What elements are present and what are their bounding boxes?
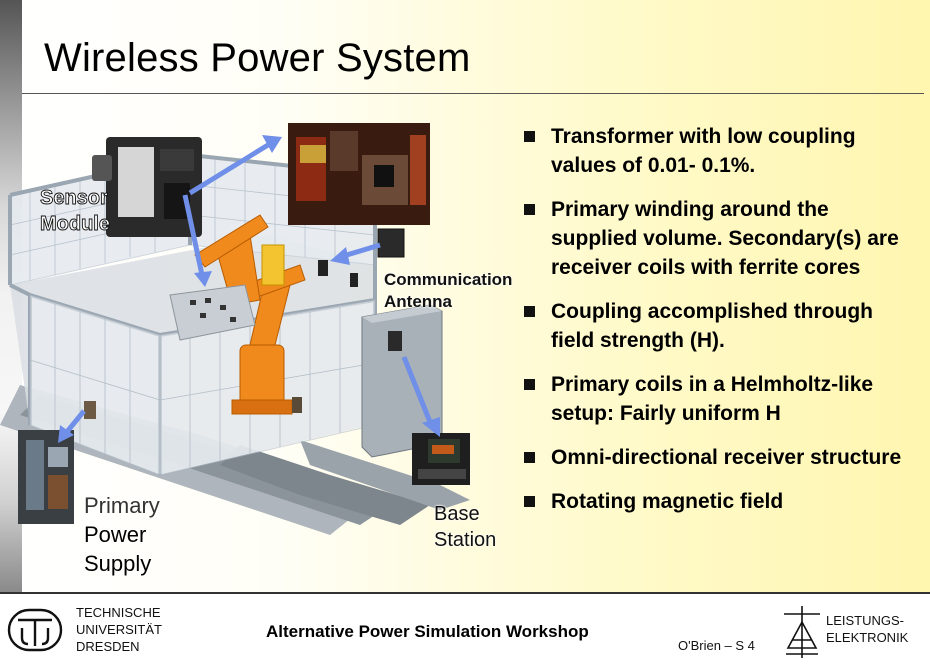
base-station-device [412, 433, 470, 485]
university-name: TECHNISCHE UNIVERSITÄT DRESDEN [76, 604, 162, 655]
workpiece-table [169, 284, 256, 341]
bullet-item: Omni-directional receiver structure [524, 443, 920, 472]
primary-coil-box [84, 401, 96, 419]
bullet-square-icon [524, 204, 535, 215]
antenna-device [377, 228, 405, 258]
receiver-sensor-1 [318, 260, 328, 276]
receiver-sensor-3 [292, 397, 302, 413]
bullet-text: Omni-directional receiver structure [551, 446, 902, 469]
title-divider [22, 93, 924, 94]
workshop-title: Alternative Power Simulation Workshop [266, 622, 589, 641]
university-line-2: UNIVERSITÄT [76, 622, 162, 637]
comm-label-line2: Antenna [384, 292, 452, 311]
receiver-sensor-2 [350, 273, 358, 287]
tu-dresden-logo-icon [7, 608, 63, 652]
bullet-item: Transformer with low coupling values of … [524, 122, 920, 180]
author-slide-number: O'Brien – S 4 [678, 638, 755, 653]
robot-gripper-photo [288, 123, 430, 225]
bullet-list: Transformer with low coupling values of … [524, 122, 920, 531]
primary-power-supply-device [18, 430, 74, 524]
supply-label-line1: Primary [84, 493, 160, 518]
bullet-text: Primary winding around the supplied volu… [551, 198, 899, 279]
comm-label-line1: Communication [384, 270, 513, 289]
bullet-text: Coupling accomplished through field stre… [551, 300, 873, 352]
department-name: LEISTUNGS- ELEKTRONIK [826, 612, 908, 646]
base-station-cabinet [361, 304, 443, 458]
bullet-item: Rotating magnetic field [524, 487, 920, 516]
workcell-drawing [0, 123, 470, 535]
bullet-square-icon [524, 306, 535, 317]
sensor-label-line2: Module [40, 213, 111, 236]
bullet-text: Transformer with low coupling values of … [551, 125, 856, 177]
slide-title: Wireless Power System [44, 36, 471, 80]
department-line-2: ELEKTRONIK [826, 630, 909, 645]
supply-label-line2: Power [84, 522, 147, 547]
bullet-item: Coupling accomplished through field stre… [524, 297, 920, 355]
robot-arm [194, 214, 306, 415]
university-line-1: TECHNISCHE [76, 605, 161, 620]
sensor-label-line1: Sensor [40, 187, 109, 210]
department-line-1: LEISTUNGS- [826, 613, 905, 628]
slide-footer: TECHNISCHE UNIVERSITÄT DRESDEN Alternati… [0, 592, 930, 667]
bullet-square-icon [524, 379, 535, 390]
university-line-3: DRESDEN [76, 639, 140, 654]
workcell-illustration: Sensor Module Communication Antenna Prim… [0, 95, 540, 592]
base-label-line1: Base [434, 503, 480, 525]
leistungselektronik-logo-icon [784, 606, 820, 658]
supply-label-line3: Supply [84, 551, 152, 576]
signal-arrows [58, 135, 440, 443]
bullet-item: Primary winding around the supplied volu… [524, 195, 920, 282]
bullet-square-icon [524, 496, 535, 507]
sensor-module-device [92, 137, 202, 237]
base-label-line2: Station [434, 529, 497, 551]
bullet-square-icon [524, 452, 535, 463]
bullet-square-icon [524, 131, 535, 142]
bullet-item: Primary coils in a Helmholtz-like setup:… [524, 370, 920, 428]
bullet-text: Primary coils in a Helmholtz-like setup:… [551, 373, 874, 425]
bullet-text: Rotating magnetic field [551, 490, 784, 513]
left-gradient-bar [0, 0, 22, 592]
